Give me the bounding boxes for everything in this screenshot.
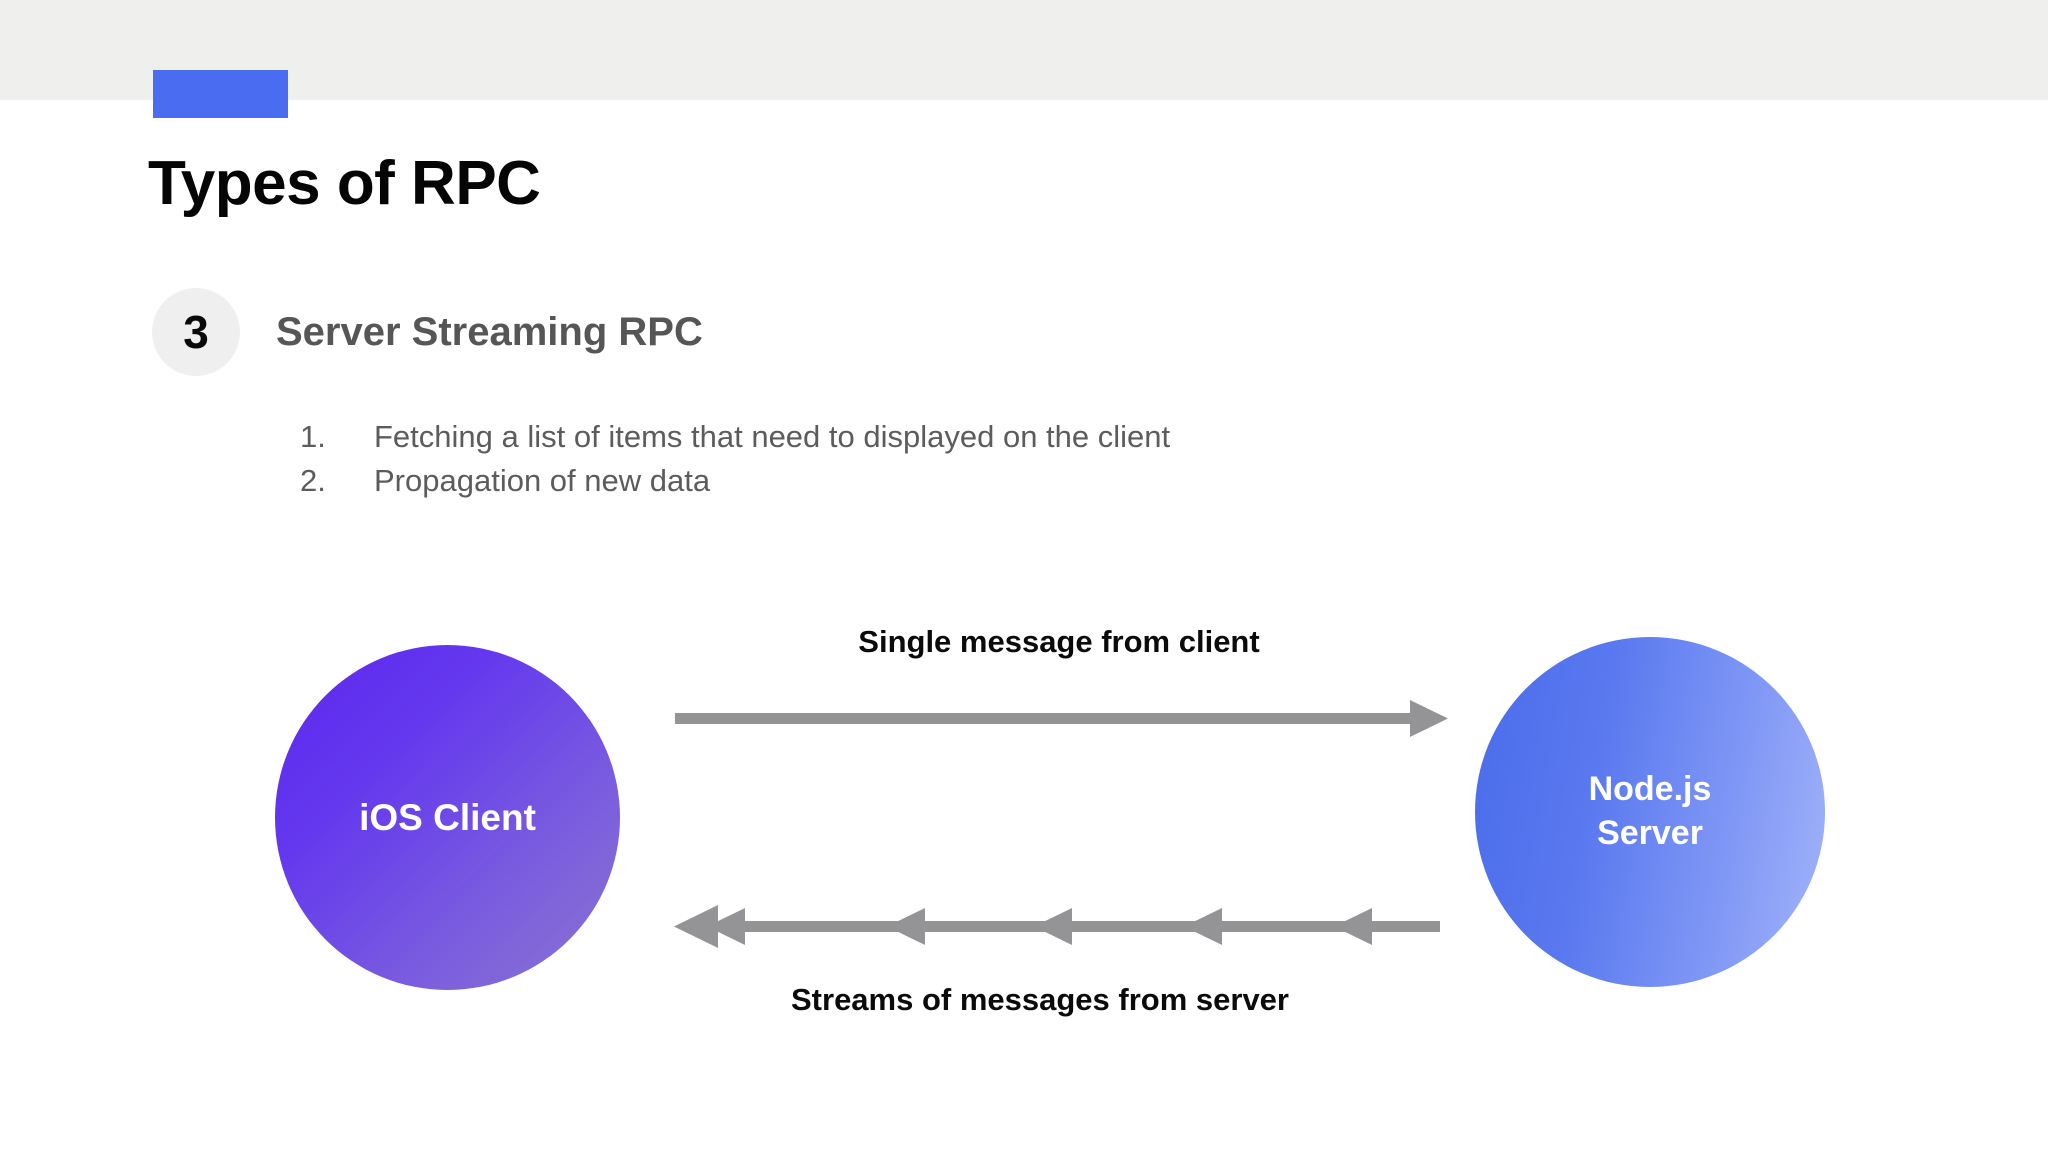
list-item-marker: 2. <box>300 463 326 499</box>
arrowhead-2 <box>887 908 925 945</box>
arrowhead-4 <box>1184 908 1222 945</box>
bottom-flow-arrow <box>674 905 1440 948</box>
server-node-label-line2: Server <box>1597 814 1703 852</box>
arrowhead-5 <box>1334 908 1372 945</box>
list-item-marker: 1. <box>300 419 326 454</box>
list-item: 1. Fetching a list of items that need to… <box>300 415 1600 459</box>
server-node-label: Node.js Server <box>1589 768 1712 855</box>
section-number-badge: 3 <box>152 288 240 376</box>
accent-rectangle <box>153 70 288 118</box>
list-item-text: Fetching a list of items that need to di… <box>374 419 1171 454</box>
arrowhead-1 <box>707 908 745 945</box>
section-title: Server Streaming RPC <box>276 309 703 354</box>
arrowhead-terminal <box>674 905 718 948</box>
server-node-label-line1: Node.js <box>1588 770 1712 809</box>
bottom-flow-label: Streams of messages from server <box>791 982 1289 1017</box>
list-item: 2. Propagation of new data <box>300 459 1600 503</box>
server-node-circle: Node.js Server <box>1475 637 1825 987</box>
top-flow-label: Single message from client <box>858 624 1260 659</box>
ordered-list: 1. Fetching a list of items that need to… <box>300 415 1600 503</box>
top-flow-arrow <box>675 700 1448 737</box>
header-band <box>0 0 2048 100</box>
arrowhead-3 <box>1034 908 1072 945</box>
list-item-text: Propagation of new data <box>374 463 711 499</box>
client-node-circle: iOS Client <box>275 645 620 990</box>
page-title: Types of RPC <box>148 149 541 218</box>
section-heading: 3 Server Streaming RPC <box>152 288 703 376</box>
client-node-label: iOS Client <box>359 796 536 838</box>
